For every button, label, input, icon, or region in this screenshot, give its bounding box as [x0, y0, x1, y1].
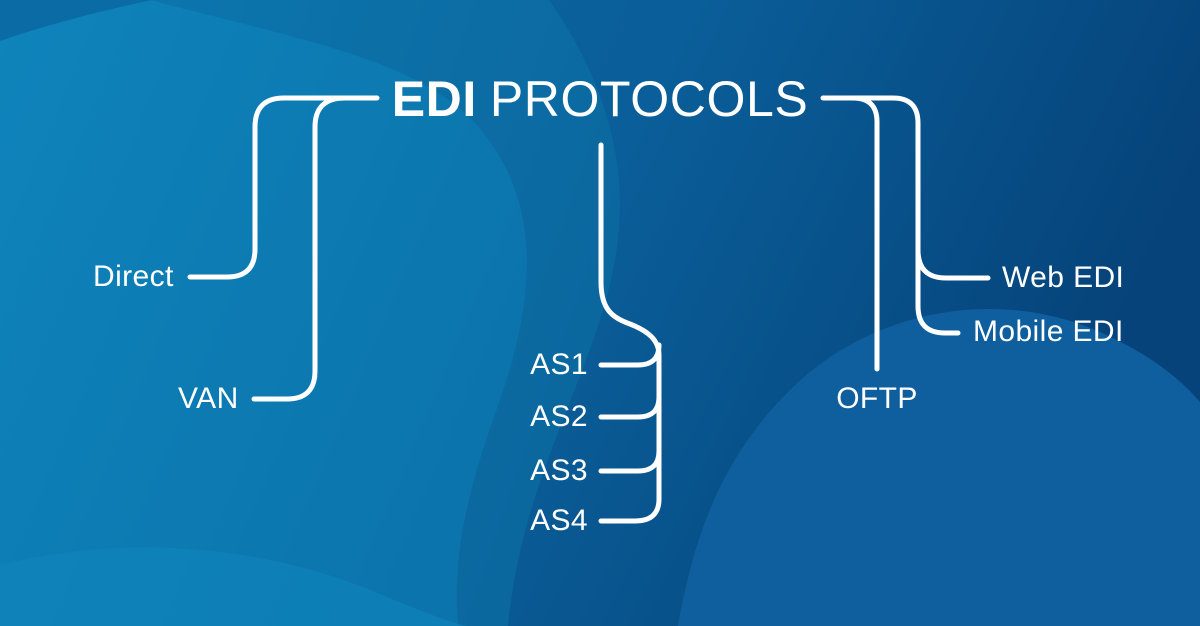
background-teardrop [678, 309, 1200, 626]
title-regular-segment: PROTOCOLS [489, 71, 809, 127]
title-bold-segment: EDI [391, 71, 477, 127]
connector-web-edi [915, 247, 991, 281]
connector-as3 [598, 448, 662, 474]
node-direct: Direct [93, 260, 174, 293]
background-corner-wedge [0, 0, 152, 41]
connector-middle-trunk [598, 142, 662, 524]
node-as1: AS1 [530, 348, 588, 381]
node-oftp: OFTP [836, 382, 918, 415]
node-as3: AS3 [530, 454, 588, 487]
background-wave-light [0, 0, 527, 626]
connector-direct [187, 95, 380, 280]
tree-connectors [187, 95, 991, 524]
connector-as2 [598, 394, 662, 420]
connector-van [251, 95, 348, 402]
node-mobile-edi: Mobile EDI [973, 315, 1124, 348]
connector-oftp [850, 95, 880, 372]
connector-right-main [820, 95, 961, 336]
node-van: VAN [178, 382, 239, 415]
node-web-edi: Web EDI [1002, 261, 1125, 294]
background-bottom-band [0, 547, 468, 626]
connector-as1 [598, 342, 662, 368]
node-as4: AS4 [530, 504, 588, 537]
node-as2: AS2 [530, 400, 588, 433]
